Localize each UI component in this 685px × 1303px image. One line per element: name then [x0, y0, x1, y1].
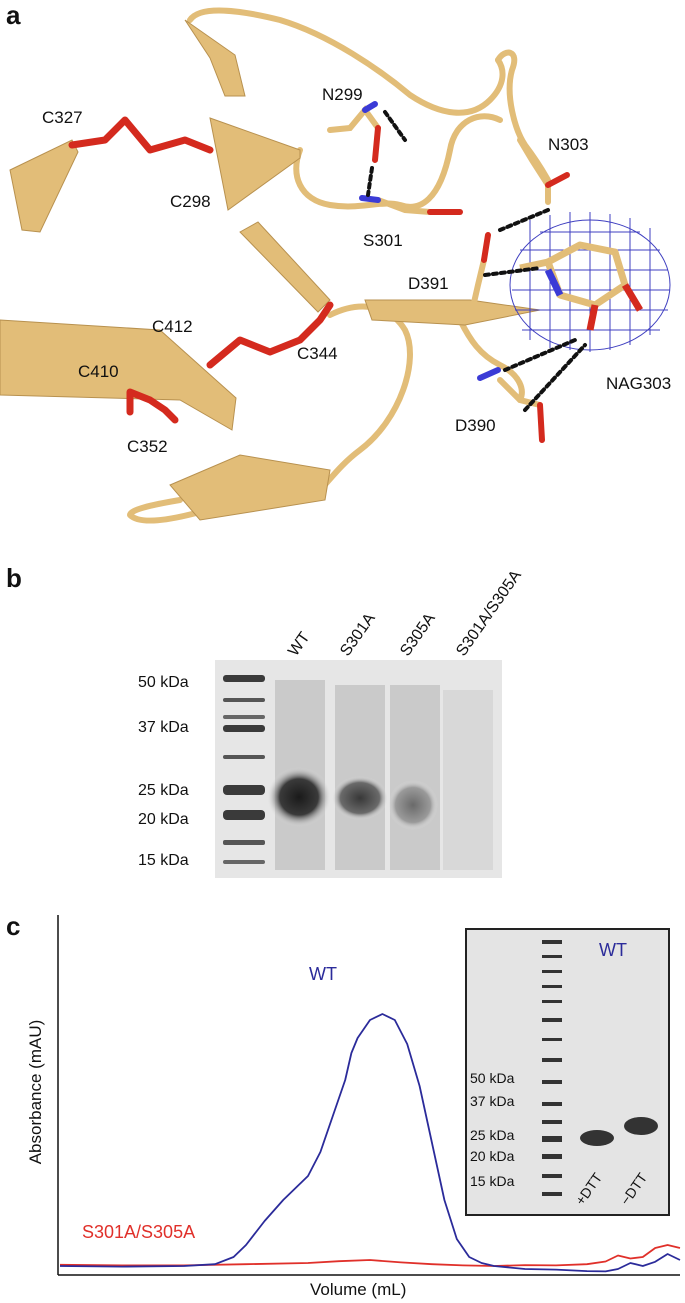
- series-label-wt: WT: [309, 964, 337, 984]
- sds-page-gel: [215, 660, 502, 878]
- band-s305a: [388, 780, 438, 830]
- sec-chromatogram: [57, 915, 681, 1276]
- lane-label-s305a: S305A: [397, 610, 439, 660]
- sidechain-d391-o: [481, 232, 491, 263]
- inset-gel-bands: [542, 940, 658, 1196]
- coil-backbone-bottom: [127, 497, 203, 524]
- marker-label-20: 20 kDa: [138, 811, 189, 828]
- lane-label-wt: WT: [285, 629, 314, 660]
- sidechain-n299-o: [372, 125, 381, 163]
- panel-a-letter: a: [6, 0, 21, 30]
- panel-b-letter: b: [6, 563, 22, 593]
- sidechain-n303: [517, 137, 551, 205]
- label-c352: C352: [127, 437, 168, 456]
- inset-marker-50: 50 kDa: [470, 1070, 515, 1086]
- marker-label-25: 25 kDa: [138, 782, 189, 799]
- series-label-mutant: S301A/S305A: [82, 1222, 196, 1242]
- sidechain-n303-o: [545, 172, 570, 188]
- lane-label-s301a-s305a: S301A/S305A: [453, 567, 525, 660]
- inset-marker-20: 20 kDa: [470, 1148, 515, 1164]
- beta-strand-d391: [364, 299, 541, 326]
- inset-band-minus-dtt: [624, 1117, 658, 1135]
- coil-backbone-loop: [495, 49, 551, 183]
- series-line-s301a-s305a: [59, 1244, 681, 1267]
- inset-marker-15: 15 kDa: [470, 1173, 515, 1189]
- series-line-wt: [59, 1013, 681, 1273]
- band-s301a: [332, 776, 388, 820]
- sidechain-n299: [327, 105, 381, 133]
- hbond-d391-nag: [483, 266, 542, 277]
- label-c298: C298: [170, 192, 211, 211]
- protein-structure-figure: [0, 7, 671, 524]
- disulfide-c412-c344: [206, 301, 334, 369]
- inset-marker-25: 25 kDa: [470, 1127, 515, 1143]
- marker-label-15: 15 kDa: [138, 852, 189, 869]
- label-nag303: NAG303: [606, 374, 672, 393]
- inset-gel: WT 50 kDa 37 kDa 25 kDa 20 kDa 15 kDa +D…: [465, 928, 670, 1216]
- disulfide-c410-c352: [126, 388, 179, 424]
- inset-band-plus-dtt: [580, 1130, 614, 1146]
- hbond-d390-nag-2: [523, 343, 587, 412]
- hbond-n299-n299: [383, 110, 407, 142]
- label-d391: D391: [408, 274, 449, 293]
- y-axis-label: Absorbance (mAU): [26, 1019, 45, 1165]
- beta-strand-big-left: [0, 319, 237, 431]
- sidechain-d391: [467, 257, 487, 323]
- panel-c-letter: c: [6, 911, 21, 941]
- nag-ring: [519, 241, 644, 331]
- ladder-lane: [223, 675, 265, 864]
- beta-strand-c298: [209, 117, 301, 211]
- label-c412: C412: [152, 317, 193, 336]
- lane-label-s301a: S301A: [337, 610, 379, 660]
- coil-backbone-lower: [317, 303, 413, 493]
- sidechain-d390-o: [537, 402, 545, 443]
- beta-strand-bottom: [169, 454, 331, 521]
- label-c410: C410: [78, 362, 119, 381]
- beta-strand-top: [184, 19, 246, 97]
- inset-title: WT: [599, 940, 627, 960]
- sidechain-d390-n: [477, 367, 501, 381]
- hbond-n299-s301: [366, 166, 374, 197]
- coil-backbone-top: [187, 7, 506, 116]
- sidechain-s301: [375, 197, 433, 215]
- label-d390: D390: [455, 416, 496, 435]
- beta-strand-mid: [239, 221, 331, 313]
- beta-strand-left: [9, 139, 79, 233]
- disulfide-c327-c298: [68, 116, 214, 154]
- band-wt: [267, 767, 331, 827]
- label-c344: C344: [297, 344, 338, 363]
- electron-density-mesh: [509, 212, 671, 352]
- label-c327: C327: [42, 108, 83, 127]
- sidechain-n299-n: [362, 101, 378, 113]
- inset-marker-37: 37 kDa: [470, 1093, 515, 1109]
- x-axis-label: Volume (mL): [310, 1280, 407, 1299]
- label-s301: S301: [363, 231, 403, 250]
- hbond-d390-nag-1: [503, 338, 577, 372]
- label-n303: N303: [548, 135, 589, 154]
- marker-label-37: 37 kDa: [138, 719, 189, 736]
- label-n299: N299: [322, 85, 363, 104]
- marker-label-50: 50 kDa: [138, 674, 189, 691]
- sidechain-s301-n: [359, 195, 381, 203]
- hbond-n303-nag: [498, 208, 550, 232]
- coil-d391-d390: [457, 317, 525, 403]
- inset-ladder: [542, 940, 562, 1196]
